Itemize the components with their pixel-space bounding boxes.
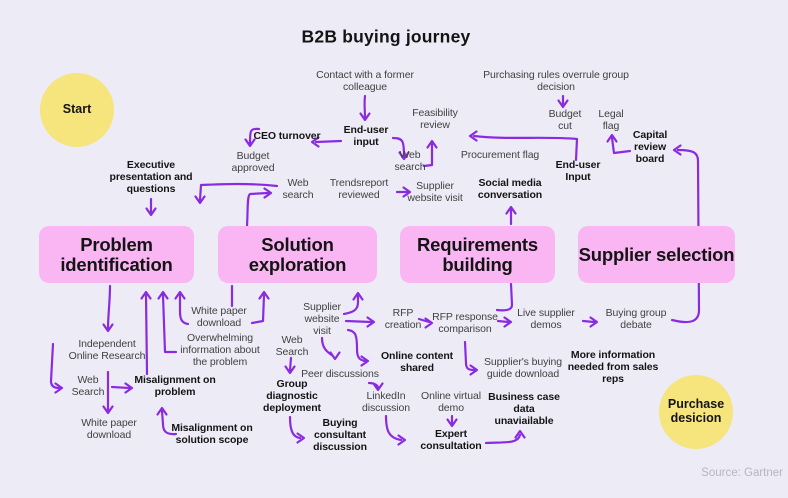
node-budget-approved: Budget approved [231,150,275,174]
arrow-response-to-demos [496,316,513,328]
arrow-visit-to-rfp-creation [344,316,376,328]
arrow-enduser2-to-feasibility [468,130,579,162]
stage-solution-exploration: Solution exploration [218,226,377,283]
node-peer-discussions: Peer discussions [301,368,379,381]
node-web-search-2: Web search [394,149,426,173]
node-misalignment-on-solution-scope: Misalignment on solution scope [171,422,253,446]
node-web-search-1: Web search [282,177,314,201]
node-rfp-creation: RFP creation [384,307,422,331]
node-rfp-response-comparison: RFP response comparison [432,311,498,335]
arrow-independent-to-whitepaper [102,370,114,415]
arrow-websearch-down-to-boxes [194,182,279,205]
arrow-rfp-creation-to-response [417,317,434,329]
arrow-problem-to-independent [102,284,114,333]
node-independent-online-research: Independent Online Research [68,338,146,362]
arrow-demos-to-debate [581,316,599,328]
arrow-whitepaper-to-problem [174,290,190,326]
node-procurement-flag: Procurement flag [460,149,540,162]
stage-supplier-selection: Supplier selection [578,226,735,283]
node-ceo-turnover: CEO turnover [253,130,321,143]
node-supplier-website-visit-top: Supplier website visit [407,180,463,204]
node-executive-presentation: Executive presentation and questions [109,159,193,195]
arrow-virtual-demo-to-expert [446,414,458,428]
purchase-decision-terminal: Purchase desicion [659,375,733,449]
arrow-requirements-to-social-media [505,205,517,226]
arrow-websearch-to-feasibility [422,139,438,168]
node-overwhelming-information: Overwhelming information about the probl… [180,332,260,368]
arrow-peer-to-linkedin [367,381,384,392]
node-buying-consultant-discussion: Buying consultant discussion [313,417,367,453]
arrow-linkedin-to-expert [384,414,407,446]
purchase-decision-label: Purchase desicion [667,397,725,425]
node-buying-group-debate: Buying group debate [605,307,667,331]
node-linkedin-discussion: LinkedIn discussion [361,390,411,414]
start-label: Start [62,102,92,117]
arrow-independent-to-websearch [49,342,64,394]
node-end-user-input-2: End-user Input [555,159,601,183]
node-supplier-website-visit-lower: Supplier website visit [303,301,341,337]
node-online-content-shared: Online content shared [380,350,454,374]
node-capital-review-board: Capital review board [632,129,668,165]
node-legal-flag: Legal flag [598,108,624,132]
arrow-contact-to-enduser [359,94,371,122]
arrow-enduser-to-websearch [391,136,410,161]
arrow-whitepaper-to-solution [250,290,270,325]
arrow-visit-to-peer [320,336,341,361]
arrow-ceo-to-budget-approved [244,127,261,148]
node-misalignment-on-problem: Misalignment on problem [134,374,216,398]
line-requirements-to-demos [495,282,514,312]
arrow-executive-to-problem [145,197,157,217]
arrow-trendsreport-to-supplier-visit [395,186,412,198]
node-more-information-needed: More information needed from sales reps [567,349,659,385]
node-social-media-conversation: Social media conversation [477,177,543,201]
arrow-websearch-to-misalignment [110,382,134,394]
node-budget-cut: Budget cut [548,108,582,132]
stage-problem-identification: Problem identification [39,226,194,283]
arrow-response-to-buying-guide [463,340,479,376]
node-suppliers-buying-guide: Supplier's buying guide download [484,356,562,380]
arrow-websearch-to-group-diagnostic [284,356,296,375]
arrow-scope-to-misalignment [156,406,178,436]
node-web-search-4: Web Search [275,334,309,358]
arrow-capital-to-legal-flag [606,133,632,155]
node-end-user-input: End-user input [343,124,389,148]
node-white-paper-download-left: White paper download [81,417,137,441]
start-terminal: Start [40,73,114,147]
arrow-misalignment-to-problem [140,290,152,376]
node-contact-former-colleague: Contact with a former colleague [316,69,414,93]
node-trendsreport-reviewed: Trendsreport reviewed [329,177,389,201]
arrow-overwhelming-to-problem [157,290,178,354]
source-attribution: Source: Gartner [701,467,783,479]
node-online-virtual-demo: Online virtual demo [421,390,481,414]
node-purchasing-rules: Purchasing rules overrule group decision [483,69,629,93]
arrow-group-to-buying-consultant [288,415,306,444]
node-feasibility-review: Feasibility review [412,107,458,131]
node-business-case-data: Business case data unaviailable [488,391,560,427]
page-title: B2B buying journey [301,26,471,47]
arrow-visit-to-online-content [346,328,370,367]
node-white-paper-download-center: White paper download [191,305,247,329]
node-web-search-3: Web Search [71,374,105,398]
node-group-diagnostic-deployment: Group diagnostic deployment [263,378,321,414]
stage-requirements-building: Requirements building [400,226,555,283]
node-expert-consultation: Expert consultation [420,428,482,452]
arrow-purchasing-rules-to-budget-cut [557,94,569,109]
arrow-expert-to-business-case [484,429,526,445]
arrow-enduser-to-ceo [310,136,343,148]
arrow-visit-to-solution [342,291,364,316]
node-live-supplier-demos: Live supplier demos [517,307,575,331]
arrow-solution-to-websearch [245,187,273,228]
